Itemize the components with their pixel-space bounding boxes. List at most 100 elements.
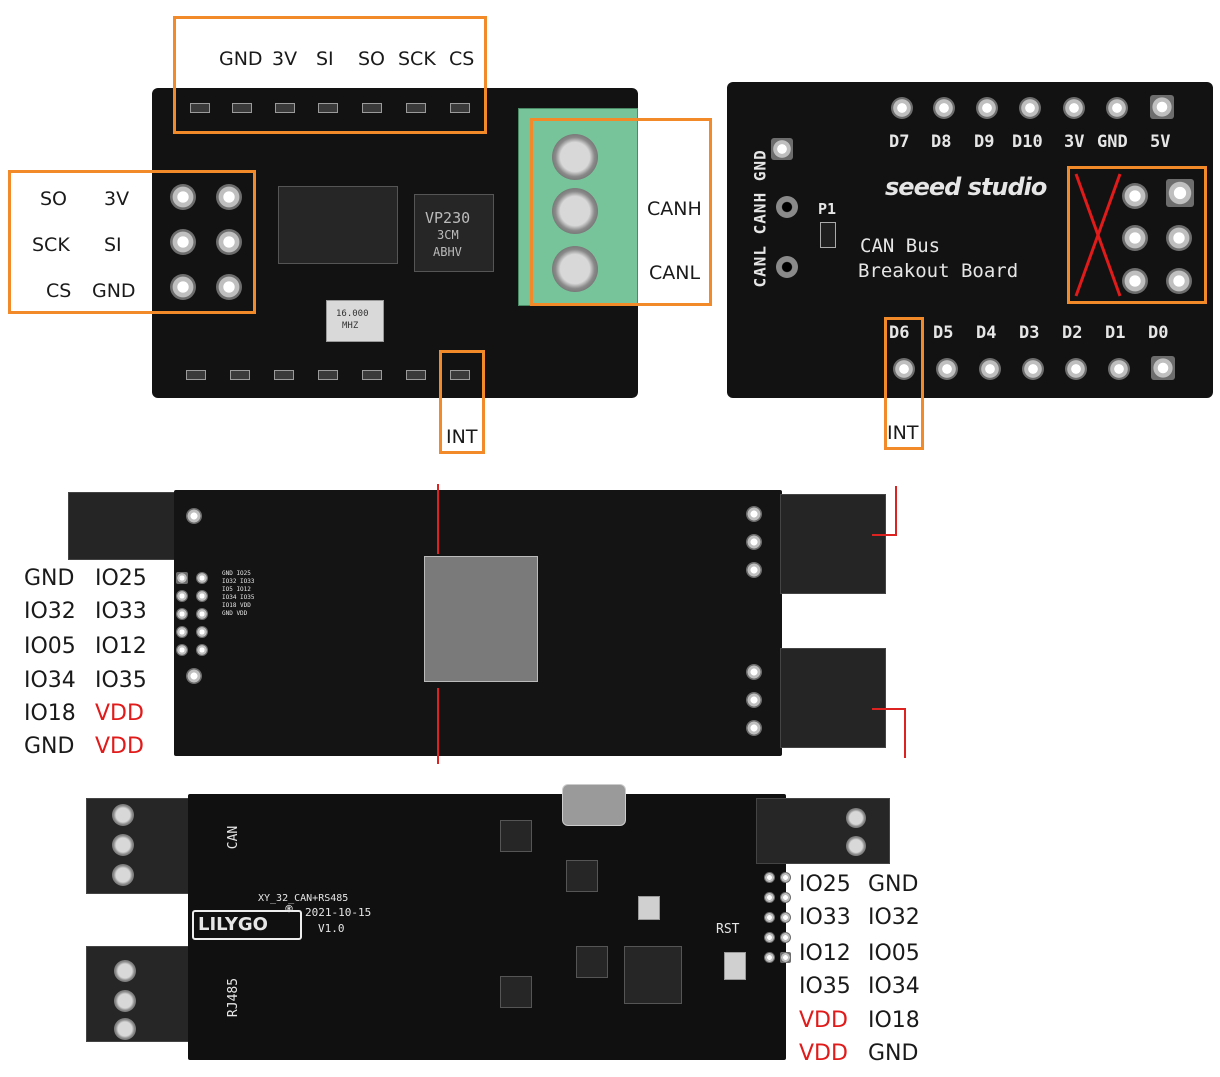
pin-hole bbox=[936, 358, 958, 380]
header-pad bbox=[318, 370, 338, 380]
back-silk-row: GND IO25 bbox=[222, 570, 251, 577]
icsp-label-gnd: GND bbox=[92, 280, 136, 302]
seeed-pin-d5: D5 bbox=[933, 323, 954, 343]
terminal-screw bbox=[114, 990, 136, 1012]
cut-line bbox=[895, 486, 897, 534]
back-label-b: IO35 bbox=[95, 668, 147, 693]
pin-hole bbox=[1122, 183, 1148, 209]
pin-hole bbox=[1166, 268, 1192, 294]
pin-hole bbox=[746, 506, 762, 522]
back-silk-row: IO5 IO12 bbox=[222, 586, 251, 593]
seeed-pin-d10: D10 bbox=[1012, 132, 1043, 152]
seeed-pin-d7: D7 bbox=[889, 132, 910, 152]
header-pad bbox=[450, 370, 470, 380]
pin-hole bbox=[746, 664, 762, 680]
seeed-pin-canh: CANH bbox=[750, 191, 770, 235]
chip-marking: VP230 bbox=[425, 209, 471, 227]
int-pin-highlight bbox=[439, 350, 485, 454]
board-version: V1.0 bbox=[318, 922, 345, 935]
pin-label-cs: CS bbox=[449, 48, 475, 70]
pin-hole bbox=[1019, 97, 1041, 119]
icsp-highlight bbox=[8, 170, 256, 314]
header-pad bbox=[230, 370, 250, 380]
icsp-label-so: SO bbox=[40, 188, 68, 210]
lilygo-brand: LILYGO bbox=[198, 914, 268, 935]
front-label-a: IO33 bbox=[799, 905, 851, 930]
back-silk-row: GND VDD bbox=[222, 610, 248, 617]
front-label-b: GND bbox=[868, 872, 919, 897]
back-label-a: IO32 bbox=[24, 599, 76, 624]
header-pad bbox=[232, 103, 252, 113]
back-label-vdd: VDD bbox=[95, 701, 144, 726]
mcp2515-chip bbox=[278, 186, 398, 264]
jumper-p1 bbox=[820, 222, 836, 248]
header-pad bbox=[190, 103, 210, 113]
front-label-b: IO05 bbox=[868, 941, 920, 966]
seeed-title-line1: CAN Bus bbox=[860, 235, 941, 257]
back-label-b: IO12 bbox=[95, 634, 147, 659]
can-silk-label: CAN bbox=[226, 825, 242, 850]
terminal-screw bbox=[552, 188, 598, 234]
pin-hole bbox=[1166, 179, 1194, 207]
front-pin-header bbox=[764, 872, 794, 982]
seeed-pin-3v: 3V bbox=[1064, 132, 1085, 152]
seeed-brand-logo: seeed studio bbox=[885, 173, 1047, 201]
d6-int-highlight bbox=[884, 317, 924, 450]
pin-hole bbox=[746, 720, 762, 736]
rst-button[interactable] bbox=[724, 952, 746, 980]
front-ic bbox=[500, 820, 532, 852]
pin-hole bbox=[746, 692, 762, 708]
pin-label-3v: 3V bbox=[272, 48, 298, 70]
pin-hole bbox=[979, 358, 1001, 380]
pin-hole bbox=[186, 508, 202, 524]
back-label-a: IO34 bbox=[24, 668, 76, 693]
icsp-label-cs: CS bbox=[46, 280, 72, 302]
terminal-connector-right-top bbox=[780, 494, 886, 594]
pin-hole bbox=[1122, 268, 1148, 294]
icsp-label-3v: 3V bbox=[104, 188, 130, 210]
pin-hole bbox=[216, 229, 242, 255]
back-label-b: IO33 bbox=[95, 599, 147, 624]
seeed-pin-gnd-side: GND bbox=[750, 149, 770, 182]
back-label-a: IO05 bbox=[24, 634, 76, 659]
pin-hole bbox=[1150, 95, 1174, 119]
terminal-screw bbox=[112, 834, 134, 856]
lilygo-logo: LILYGO ® bbox=[192, 904, 302, 940]
cut-line bbox=[437, 484, 439, 554]
front-ic bbox=[566, 860, 598, 892]
cut-line bbox=[437, 688, 439, 764]
back-silk-row: IO32 IO33 bbox=[222, 578, 255, 585]
front-label-b: IO32 bbox=[868, 905, 920, 930]
cut-line bbox=[872, 534, 897, 536]
seeed-p1-label: P1 bbox=[818, 200, 837, 218]
seeed-pin-d8: D8 bbox=[931, 132, 952, 152]
pin-hole bbox=[746, 534, 762, 550]
pin-hole bbox=[1166, 225, 1192, 251]
pin-hole bbox=[1108, 358, 1130, 380]
esp32-chip bbox=[624, 946, 682, 1004]
pin-hole bbox=[746, 562, 762, 578]
spi-header-highlight bbox=[173, 16, 487, 134]
pin-label-so: SO bbox=[358, 48, 386, 70]
boot-button[interactable] bbox=[638, 896, 660, 920]
back-label-a: IO18 bbox=[24, 701, 76, 726]
seeed-pin-d1: D1 bbox=[1105, 323, 1126, 343]
seeed-pin-d0: D0 bbox=[1148, 323, 1169, 343]
terminal-screw bbox=[846, 836, 866, 856]
pin-label-si: SI bbox=[316, 48, 334, 70]
red-cross-mark bbox=[1074, 173, 1122, 297]
pin-hole bbox=[776, 256, 798, 278]
terminal-screw bbox=[552, 134, 598, 180]
seeed-title-line2: Breakout Board bbox=[858, 260, 1019, 282]
seeed-pin-d9: D9 bbox=[974, 132, 995, 152]
pin-hole bbox=[1065, 358, 1087, 380]
back-label-b: IO25 bbox=[95, 566, 147, 591]
terminal-front-right bbox=[756, 798, 890, 864]
pin-hole bbox=[933, 97, 955, 119]
front-label-a: IO12 bbox=[799, 941, 851, 966]
seeed-pin-5v: 5V bbox=[1150, 132, 1171, 152]
terminal-connector-right-bottom bbox=[780, 648, 886, 748]
board-date: 2021-10-15 bbox=[305, 906, 372, 919]
transceiver-chip: VP230 3CM ABHV bbox=[414, 194, 494, 272]
pin-hole bbox=[216, 274, 242, 300]
